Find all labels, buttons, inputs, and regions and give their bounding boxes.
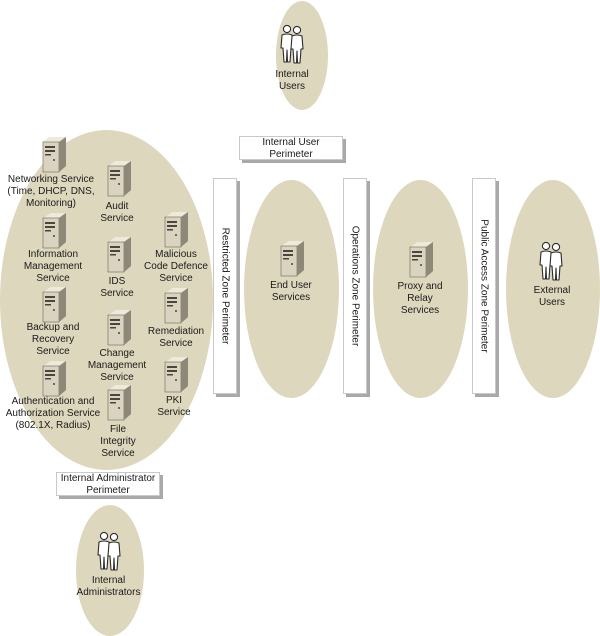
- external-users-icon: [538, 241, 564, 281]
- end-user-services-label: End User Services: [270, 280, 312, 303]
- restricted-zone-perimeter: Restricted Zone Perimeter: [213, 178, 237, 394]
- internal-administrators-zone: [76, 505, 144, 636]
- authentication-service-label: Authentication and Authorization Service…: [5, 396, 101, 431]
- malicious-code-server-icon: [160, 211, 190, 249]
- backup-recovery-service-label: Backup and Recovery Service: [26, 322, 80, 357]
- ids-server-icon: [103, 236, 133, 274]
- end-user-server-icon: [276, 240, 306, 278]
- change-management-service-label: Change Management Service: [87, 348, 147, 383]
- audit-service-label: Audit Service: [100, 201, 134, 224]
- backup-recovery-server-icon: [38, 286, 68, 324]
- public-access-zone-perimeter-label: Public Access Zone Perimeter: [478, 219, 490, 353]
- information-management-service-label: Information Management Service: [23, 249, 83, 284]
- file-integrity-service-label: File Integrity Service: [100, 424, 136, 459]
- public-access-zone-perimeter: Public Access Zone Perimeter: [472, 178, 496, 394]
- internal-administrator-perimeter: Internal Administrator Perimeter: [56, 472, 160, 496]
- pki-service-label: PKI Service: [157, 395, 191, 418]
- remediation-server-icon: [160, 287, 190, 325]
- proxy-relay-label: Proxy and Relay Services: [397, 281, 443, 316]
- information-management-server-icon: [38, 212, 68, 250]
- operations-zone-perimeter: Operations Zone Perimeter: [343, 178, 367, 394]
- internal-administrators-icon: [96, 531, 122, 571]
- restricted-zone-perimeter-label: Restricted Zone Perimeter: [219, 227, 231, 345]
- networking-service-label: Networking Service (Time, DHCP, DNS, Mon…: [7, 174, 95, 209]
- file-integrity-server-icon: [103, 384, 133, 422]
- remediation-service-label: Remediation Service: [147, 326, 205, 349]
- networking-server-icon: [38, 136, 68, 174]
- internal-users-icon: [279, 24, 305, 64]
- end-user-services-zone: [244, 180, 339, 398]
- pki-server-icon: [160, 356, 190, 394]
- operations-zone-perimeter-label: Operations Zone Perimeter: [349, 225, 361, 347]
- proxy-relay-zone: [373, 180, 468, 398]
- internal-user-perimeter: Internal User Perimeter: [239, 136, 343, 160]
- internal-administrators-label: Internal Administrators: [76, 575, 141, 598]
- authentication-server-icon: [38, 360, 68, 398]
- ids-service-label: IDS Service: [100, 276, 134, 299]
- external-users-zone: [506, 180, 600, 398]
- malicious-code-service-label: Malicious Code Defence Service: [144, 249, 208, 284]
- change-management-server-icon: [103, 309, 133, 347]
- audit-server-icon: [103, 160, 133, 198]
- external-users-label: External Users: [533, 285, 571, 308]
- internal-users-label: Internal Users: [275, 69, 309, 92]
- proxy-relay-server-icon: [405, 241, 435, 279]
